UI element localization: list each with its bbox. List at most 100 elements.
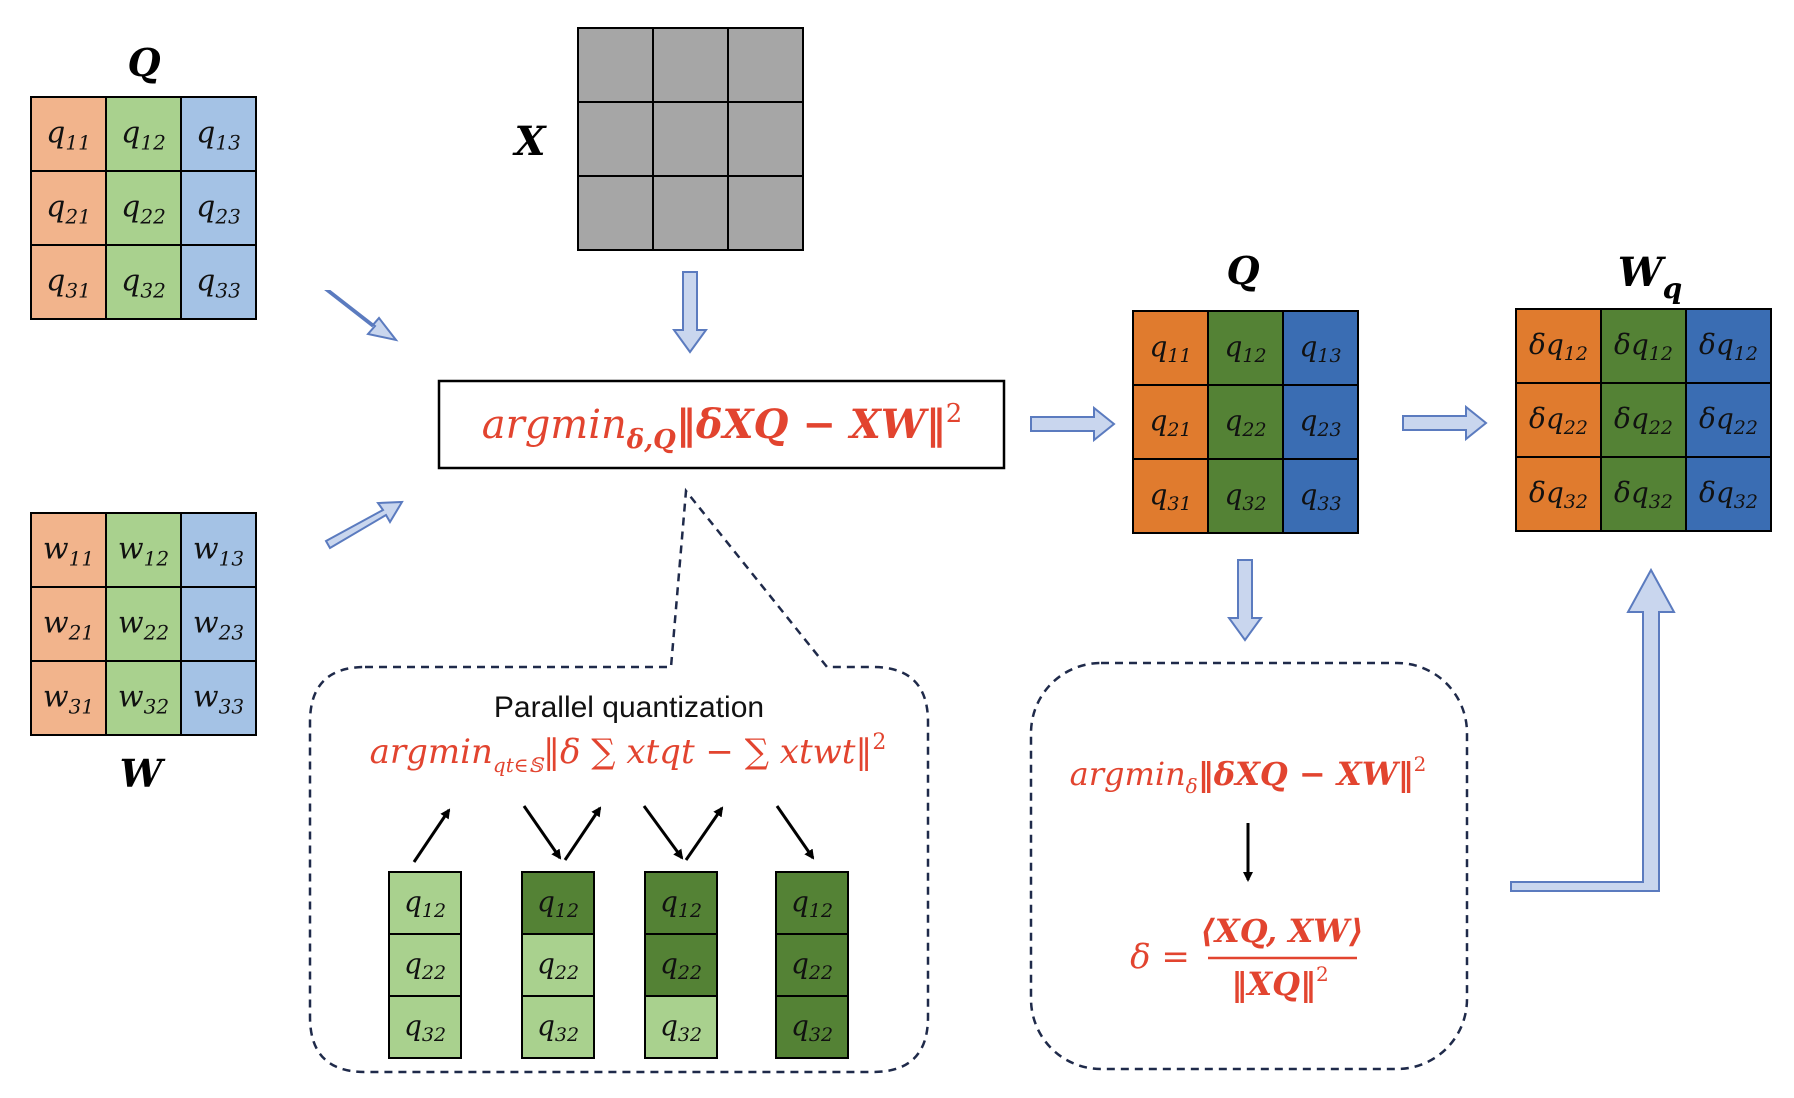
main-formula-power: 2 bbox=[946, 399, 963, 429]
q-input-cell-label: q23 bbox=[196, 189, 241, 228]
wq-cell bbox=[1600, 456, 1687, 532]
q-output-cell-label: q32 bbox=[1224, 478, 1266, 515]
q-input-cell-label: q22 bbox=[121, 189, 166, 228]
w-input-title: W bbox=[120, 751, 166, 796]
delta-formula-prefix: argmin bbox=[1070, 755, 1186, 793]
wq-cell bbox=[1685, 308, 1772, 384]
main-formula-subscript: δ,Q bbox=[626, 425, 676, 455]
q-output-cell-label: q31 bbox=[1149, 478, 1191, 515]
w-input-cell bbox=[105, 660, 182, 736]
parallel-cell-label: q12 bbox=[791, 885, 833, 922]
q-output-cell-label: q33 bbox=[1299, 478, 1341, 515]
w-input-cell bbox=[180, 512, 257, 588]
wq-title-main: W bbox=[1618, 249, 1667, 296]
arrow-up-3 bbox=[684, 806, 724, 861]
parallel-cell bbox=[388, 871, 462, 935]
q-input-cell-label: q21 bbox=[46, 189, 91, 228]
parallel-cell-label: q22 bbox=[791, 947, 833, 984]
parallel-cell-label: q22 bbox=[537, 947, 579, 984]
x-cell bbox=[652, 101, 729, 177]
main-formula-prefix: argmin bbox=[482, 402, 627, 448]
parallel-formula-subscript: qt∈𝕊 bbox=[493, 753, 545, 777]
x-cell bbox=[577, 101, 654, 177]
parallel-cell bbox=[644, 933, 718, 997]
q-input-cell-label: q31 bbox=[46, 263, 91, 302]
arrow-up-2 bbox=[563, 806, 602, 861]
main-formula: argminδ,Q‖δXQ − XW‖2 bbox=[482, 399, 963, 455]
delta-denominator-body: ‖XQ‖ bbox=[1231, 965, 1316, 1003]
wq-cell-label: δq12 bbox=[1614, 328, 1673, 365]
parallel-cell-label: q12 bbox=[537, 885, 579, 922]
parallel-cell bbox=[775, 933, 849, 997]
wq-title: Wq bbox=[1618, 249, 1683, 305]
wq-cell-label: δq12 bbox=[1699, 328, 1758, 365]
delta-denominator-power: 2 bbox=[1316, 962, 1329, 986]
w-input-cell bbox=[30, 586, 107, 662]
q-output-cell-label: q21 bbox=[1149, 404, 1191, 441]
main-formula-body: ‖δXQ − XW‖ bbox=[676, 401, 946, 448]
q-input-cell-label: q33 bbox=[196, 263, 241, 302]
parallel-cell-label: q32 bbox=[404, 1009, 446, 1046]
matrix-x bbox=[577, 27, 804, 251]
arrow-up-1 bbox=[412, 808, 451, 863]
parallel-cell-label: q22 bbox=[660, 947, 702, 984]
w-input-cell-label: w22 bbox=[118, 605, 169, 644]
wq-cell-label: δq22 bbox=[1614, 402, 1673, 439]
w-input-cell-label: w23 bbox=[193, 605, 244, 644]
w-input-cell-label: w33 bbox=[193, 679, 244, 718]
parallel-formula: argminqt∈𝕊‖δ ∑ xtqt − ∑ xtwt‖2 bbox=[370, 730, 887, 777]
q-output-cell-label: q22 bbox=[1224, 404, 1266, 441]
wq-title-sub: q bbox=[1663, 272, 1683, 305]
parallel-cell-label: q22 bbox=[404, 947, 446, 984]
parallel-cell bbox=[521, 995, 595, 1059]
wq-cell-label: δq32 bbox=[1529, 476, 1588, 513]
delta-argmin-formula: argminδ‖δXQ − XW‖2 bbox=[1070, 752, 1427, 798]
x-cell bbox=[577, 27, 654, 103]
arrow-q-to-delta bbox=[1227, 559, 1263, 642]
q-input-cell-label: q13 bbox=[196, 115, 241, 154]
w-input-cell bbox=[180, 660, 257, 736]
x-cell bbox=[727, 27, 804, 103]
delta-numerator: ⟨XQ, XW⟩ bbox=[1200, 912, 1363, 950]
arrow-delta-to-wq bbox=[1510, 567, 1676, 892]
q-output-cell bbox=[1282, 458, 1359, 534]
parallel-arrows bbox=[412, 805, 815, 863]
delta-lhs: δ = bbox=[1130, 937, 1190, 977]
parallel-formula-prefix: argmin bbox=[370, 732, 493, 772]
q-output-cell bbox=[1282, 310, 1359, 386]
q-output-title: Q bbox=[1226, 248, 1259, 293]
w-input-cell bbox=[180, 586, 257, 662]
parallel-cell-label: q12 bbox=[660, 885, 702, 922]
wq-cell bbox=[1685, 382, 1772, 458]
q-output-cell-label: q13 bbox=[1299, 330, 1341, 367]
arrow-down-2 bbox=[522, 805, 562, 860]
parallel-title: Parallel quantization bbox=[494, 691, 764, 724]
delta-formula-subscript: δ bbox=[1186, 774, 1198, 798]
q-output-cell-label: q23 bbox=[1299, 404, 1341, 441]
q-input-title: Q bbox=[127, 40, 160, 85]
x-cell bbox=[652, 175, 729, 251]
q-input-cell bbox=[105, 170, 182, 246]
wq-cell bbox=[1515, 308, 1602, 384]
parallel-cell bbox=[388, 933, 462, 997]
parallel-cell bbox=[644, 871, 718, 935]
parallel-cell bbox=[388, 995, 462, 1059]
w-input-cell bbox=[105, 586, 182, 662]
main-formula-box bbox=[437, 379, 1006, 470]
arrow-x-to-formula bbox=[672, 271, 708, 354]
q-input-cell-label: q11 bbox=[46, 115, 91, 154]
parallel-formula-power: 2 bbox=[872, 730, 886, 755]
arrow-q-to-wq bbox=[1402, 404, 1488, 442]
parallel-cell bbox=[775, 871, 849, 935]
w-input-cell bbox=[30, 512, 107, 588]
x-title: X bbox=[511, 118, 547, 165]
parallel-cell-label: q32 bbox=[791, 1009, 833, 1046]
wq-cell-label: δq22 bbox=[1699, 402, 1758, 439]
wq-cell bbox=[1515, 456, 1602, 532]
